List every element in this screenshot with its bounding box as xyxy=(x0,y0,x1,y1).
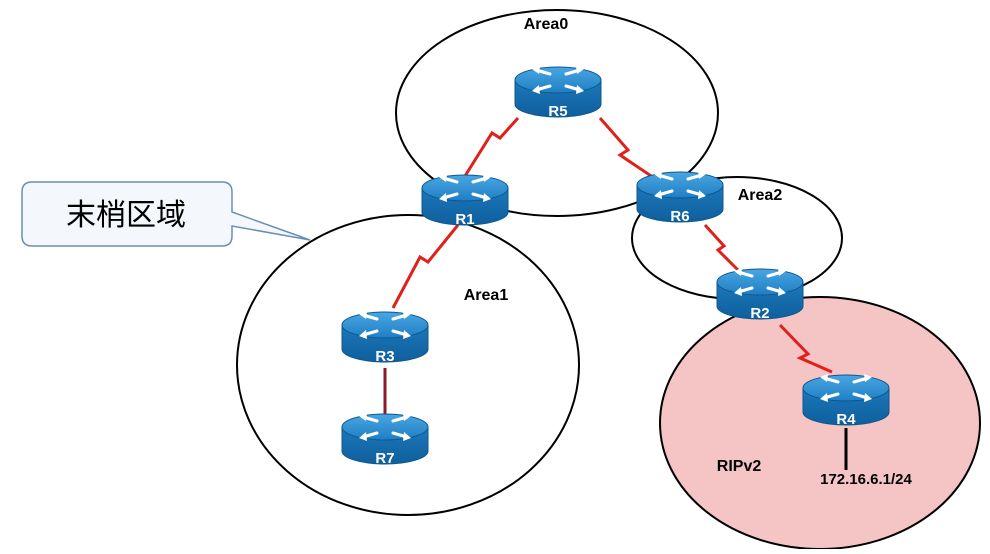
r4-lan-address: 172.16.6.1/24 xyxy=(820,471,912,488)
router-r6-label: R6 xyxy=(670,208,689,225)
router-r1-label: R1 xyxy=(455,211,474,228)
area0-boundary xyxy=(395,9,719,217)
router-r6[interactable]: R6 xyxy=(635,169,725,225)
area1-boundary xyxy=(236,214,580,516)
stub-area-callout: 末梢区域 xyxy=(21,181,311,247)
router-r3[interactable]: R3 xyxy=(340,309,430,365)
router-r4[interactable]: R4 xyxy=(801,372,891,428)
link-r1-r3 xyxy=(391,224,460,309)
router-r7[interactable]: R7 xyxy=(340,411,430,467)
router-r3-label: R3 xyxy=(375,348,394,365)
router-r2-label: R2 xyxy=(750,305,769,322)
area2-label: Area2 xyxy=(738,187,783,204)
area1-label: Area1 xyxy=(464,287,509,304)
link-r2-r4 xyxy=(778,323,833,374)
ripv2-label: RIPv2 xyxy=(717,458,762,475)
link-r6-r2 xyxy=(703,223,742,274)
ripv2-domain xyxy=(659,296,981,550)
router-r7-label: R7 xyxy=(375,450,394,467)
router-r5-label: R5 xyxy=(548,103,567,120)
router-r4-label: R4 xyxy=(836,411,856,428)
router-r2[interactable]: R2 xyxy=(715,266,805,322)
router-r1[interactable]: R1 xyxy=(420,172,510,228)
router-r5[interactable]: R5 xyxy=(513,64,603,120)
callout-text: 末梢区域 xyxy=(66,198,186,233)
link-r5-r1 xyxy=(463,116,520,177)
area0-label: Area0 xyxy=(524,16,569,33)
link-r5-r6 xyxy=(598,117,661,184)
